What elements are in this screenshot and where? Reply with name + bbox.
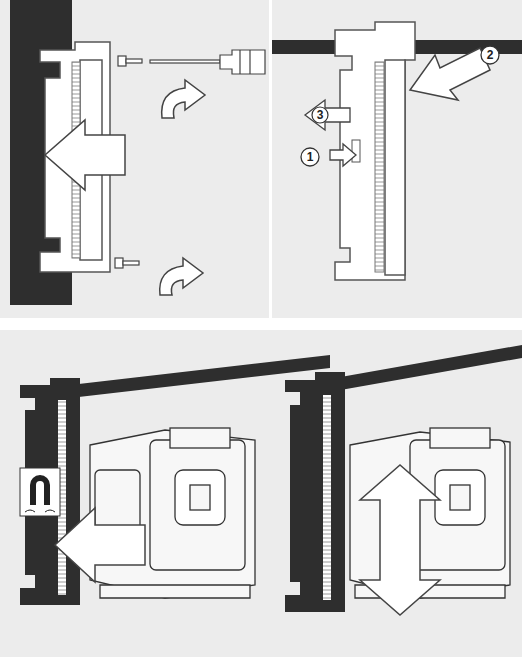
callout-number: 1 [307,151,314,163]
callout-number: 2 [487,49,494,61]
callout-number: 3 [317,109,324,121]
